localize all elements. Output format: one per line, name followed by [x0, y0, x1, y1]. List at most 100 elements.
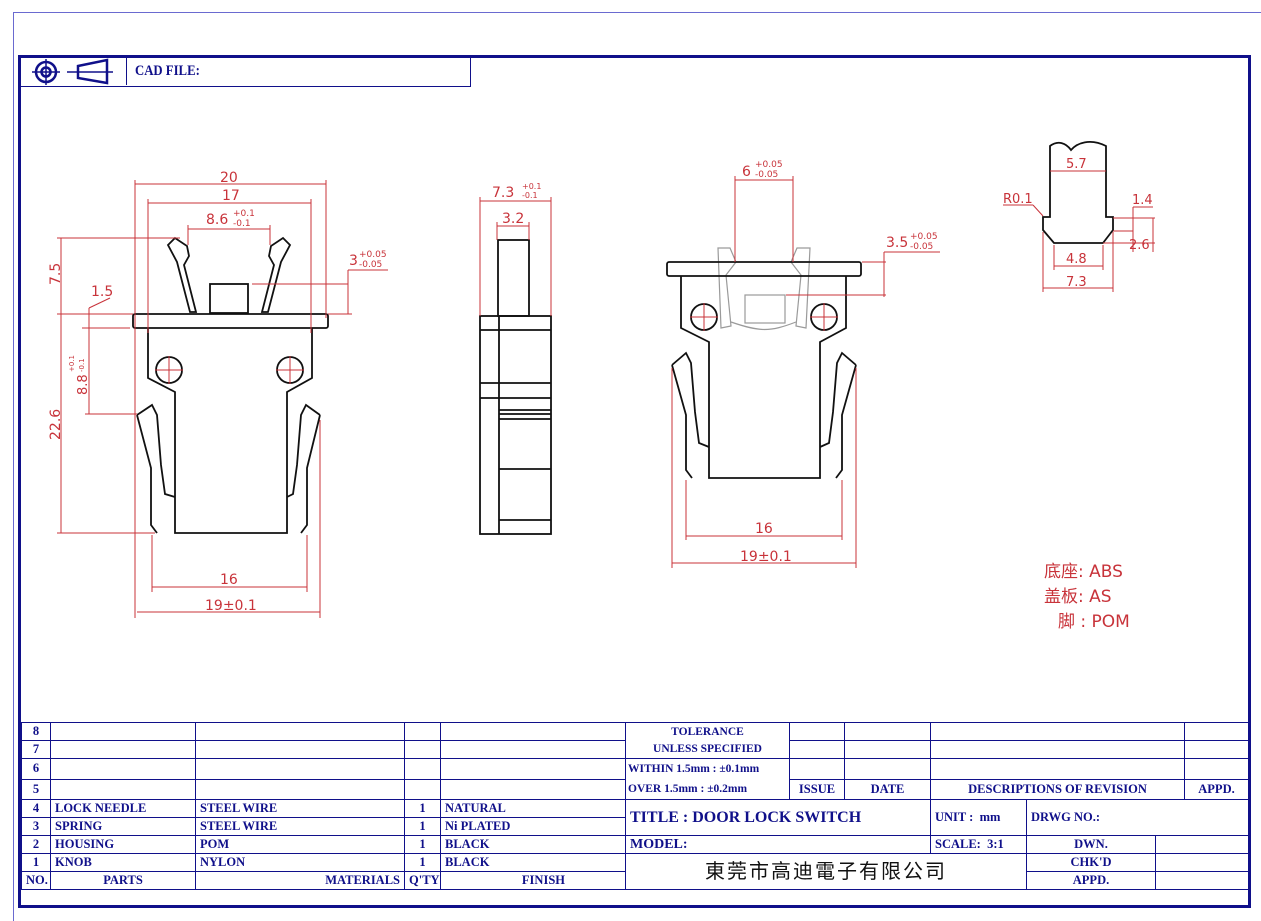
material-note-cover: 盖板: AS: [1044, 582, 1112, 607]
bom-no: 4: [21, 799, 51, 818]
bom-no: 7: [21, 740, 51, 759]
svg-text:8.6: 8.6: [206, 212, 228, 228]
bom-parts: LOCK NEEDLE: [50, 799, 196, 818]
bom-no: 5: [21, 778, 51, 800]
svg-text:3: 3: [349, 253, 358, 269]
page-left-edge: [13, 12, 14, 921]
svg-text:6: 6: [742, 164, 751, 180]
panel-cutout-dimensions: [1003, 170, 1155, 292]
panel-cutout-view: [1042, 141, 1114, 244]
svg-text:20: 20: [220, 170, 238, 186]
bom-no: 8: [21, 722, 51, 741]
svg-text:17: 17: [222, 188, 240, 204]
dwn-label: DWN.: [1026, 835, 1156, 854]
svg-text:19±0.1: 19±0.1: [205, 598, 257, 614]
appd-name: [1155, 871, 1249, 890]
installed-view-centerlines: [690, 303, 838, 331]
svg-text:+0.05: +0.05: [910, 232, 938, 242]
svg-text:+0.05: +0.05: [755, 160, 783, 170]
svg-text:-0.05: -0.05: [755, 170, 778, 180]
unit-label: UNIT :: [935, 810, 974, 824]
svg-text:3.2: 3.2: [502, 211, 524, 227]
bom-qty: 1: [404, 799, 441, 818]
cad-file-box: CAD FILE:: [21, 58, 471, 87]
scale-field: SCALE: 3:1: [930, 835, 1027, 854]
note-label: 盖板: [1044, 587, 1078, 607]
svg-text:1.5: 1.5: [91, 284, 113, 300]
unit-field: UNIT : mm: [930, 799, 1027, 836]
bom-materials: STEEL WIRE: [195, 799, 405, 818]
bom-parts: KNOB: [50, 853, 196, 872]
material-note-base: 底座: ABS: [1044, 557, 1123, 582]
bom-qty: 1: [404, 835, 441, 854]
svg-text:7.3: 7.3: [492, 185, 514, 201]
bom-finish: BLACK: [440, 853, 626, 872]
bom-materials: [195, 722, 405, 741]
tolerance-line3: WITHIN 1.5mm : ±0.1mm: [628, 763, 760, 775]
bom-header-finish: FINISH: [440, 871, 626, 890]
scale-value: 3:1: [987, 837, 1004, 851]
bom-materials: POM: [195, 835, 405, 854]
svg-text:4.8: 4.8: [1066, 252, 1087, 267]
bom-header-parts: PARTS: [50, 871, 196, 890]
appd-label: APPD.: [1026, 871, 1156, 890]
bom-header-row: NO. PARTS MATERIALS Q'TY FINISH APPD.: [21, 871, 1249, 890]
installed-view-hidden: [717, 247, 811, 331]
revision-appd-label: APPD.: [1184, 778, 1249, 800]
svg-text:-0.05: -0.05: [910, 242, 933, 252]
bom-finish: BLACK: [440, 835, 626, 854]
svg-text:+0.05: +0.05: [359, 250, 387, 260]
svg-text:+0.1: +0.1: [522, 182, 541, 191]
svg-text:7.3: 7.3: [1066, 275, 1087, 290]
bom-finish: [440, 722, 626, 741]
svg-text:-0.1: -0.1: [522, 191, 538, 200]
side-view-dimensions: [479, 197, 552, 316]
svg-text:-0.1: -0.1: [233, 219, 251, 229]
bom-no: 6: [21, 758, 51, 780]
svg-text:-0.1: -0.1: [78, 358, 86, 372]
front-view: [132, 236, 329, 534]
svg-text:5.7: 5.7: [1066, 157, 1087, 172]
cad-file-label: CAD FILE:: [135, 63, 200, 79]
scale-label: SCALE:: [935, 837, 981, 851]
svg-text:3.5: 3.5: [886, 235, 908, 251]
svg-text:8.8: 8.8: [76, 374, 91, 395]
installed-view-dim-text: 6 +0.05 -0.05 3.5 +0.05 -0.05 16 19±0.1: [740, 160, 938, 565]
bom-parts: [50, 722, 196, 741]
first-angle-projection-icon: [32, 58, 113, 85]
front-view-centerlines: [155, 356, 304, 384]
date-label: DATE: [844, 778, 931, 800]
front-view-dim-text: 20 17 8.6 +0.1 -0.1 3 +0.05 -0.05 1.5 7.…: [48, 170, 387, 614]
bom-no: 1: [21, 853, 51, 872]
chkd-label: CHK'D: [1026, 853, 1156, 872]
note-label: 底座: [1044, 562, 1078, 582]
side-view: [479, 239, 552, 535]
bom-finish: Ni PLATED: [440, 817, 626, 836]
projection-symbol: [21, 58, 127, 85]
unit-value: mm: [979, 810, 1001, 824]
svg-text:7.5: 7.5: [48, 263, 64, 285]
svg-text:1.4: 1.4: [1132, 193, 1153, 208]
svg-text:R0.1: R0.1: [1003, 192, 1033, 207]
company-name: 東莞市高迪電子有限公司: [625, 853, 1027, 890]
bom-row-4: 4 LOCK NEEDLE STEEL WIRE 1 NATURAL TITLE…: [21, 799, 1249, 836]
tolerance-line4: OVER 1.5mm : ±0.2mm: [628, 783, 748, 795]
svg-text:16: 16: [755, 521, 773, 537]
installed-view-dimensions: [671, 176, 940, 568]
svg-text:+0.1: +0.1: [68, 355, 76, 372]
drawing-number-label: DRWG NO.:: [1026, 799, 1249, 836]
drawing-title: TITLE : DOOR LOCK SWITCH: [625, 799, 931, 836]
bom-materials: NYLON: [195, 853, 405, 872]
tolerance-line2: UNLESS SPECIFIED: [653, 742, 762, 755]
technical-drawing: 20 17 8.6 +0.1 -0.1 3 +0.05 -0.05 1.5 7.…: [48, 141, 1155, 618]
svg-text:+0.1: +0.1: [233, 209, 255, 219]
material-note-pin: 脚 : POM: [1058, 607, 1130, 632]
bom-parts: HOUSING: [50, 835, 196, 854]
issue-label: ISSUE: [789, 778, 845, 800]
side-view-dim-text: 7.3 +0.1 -0.1 3.2: [492, 182, 541, 227]
rev-appd: [1184, 722, 1249, 741]
note-value: : ABS: [1078, 562, 1123, 582]
